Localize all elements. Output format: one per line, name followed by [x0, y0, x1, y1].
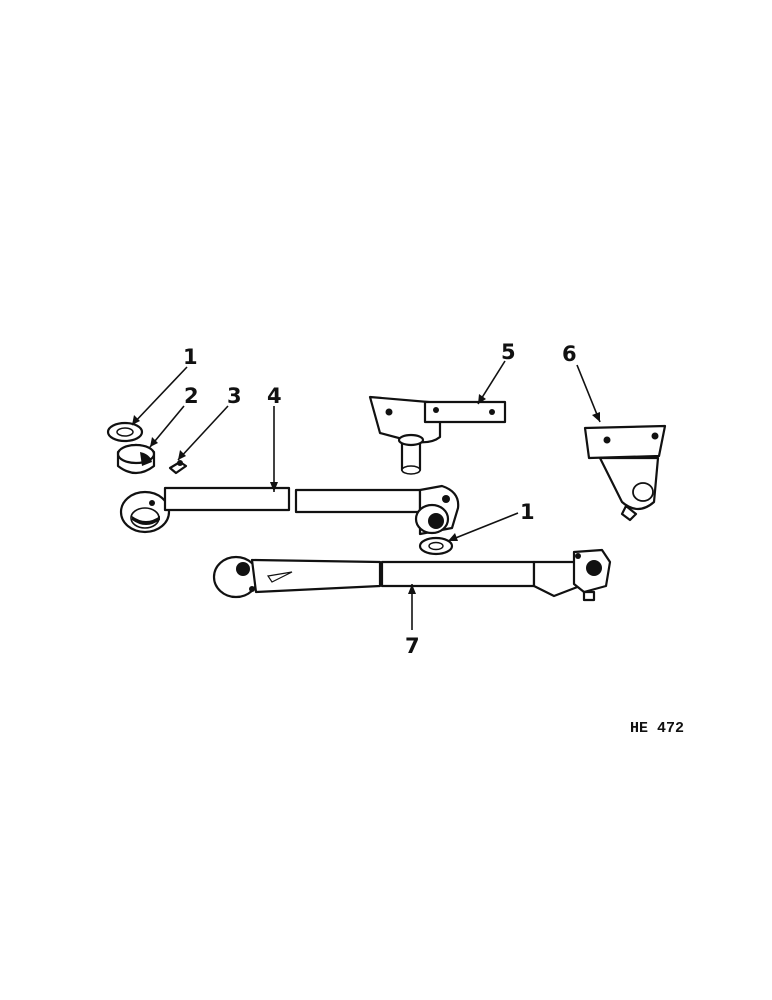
part-7-lower-link	[212, 548, 612, 602]
figure-id: HE 472	[630, 720, 684, 737]
part-6-angle-bracket	[583, 424, 667, 522]
callout-5: 5	[501, 340, 516, 364]
callout-3: 3	[227, 384, 242, 408]
part-3-pin	[168, 460, 188, 475]
part-4-upper-link	[119, 484, 460, 536]
part-5-bracket	[368, 395, 507, 475]
part-1-washer-lower	[418, 536, 454, 556]
callout-1-lower: 1	[520, 500, 535, 524]
part-1-washer-top	[106, 421, 144, 443]
leader-lines	[131, 360, 601, 630]
part-2-bushing	[116, 443, 156, 475]
callout-7: 7	[405, 634, 420, 658]
callout-6: 6	[562, 342, 577, 366]
callout-1-top: 1	[183, 345, 198, 369]
callout-4: 4	[267, 384, 282, 408]
callout-2: 2	[184, 384, 199, 408]
